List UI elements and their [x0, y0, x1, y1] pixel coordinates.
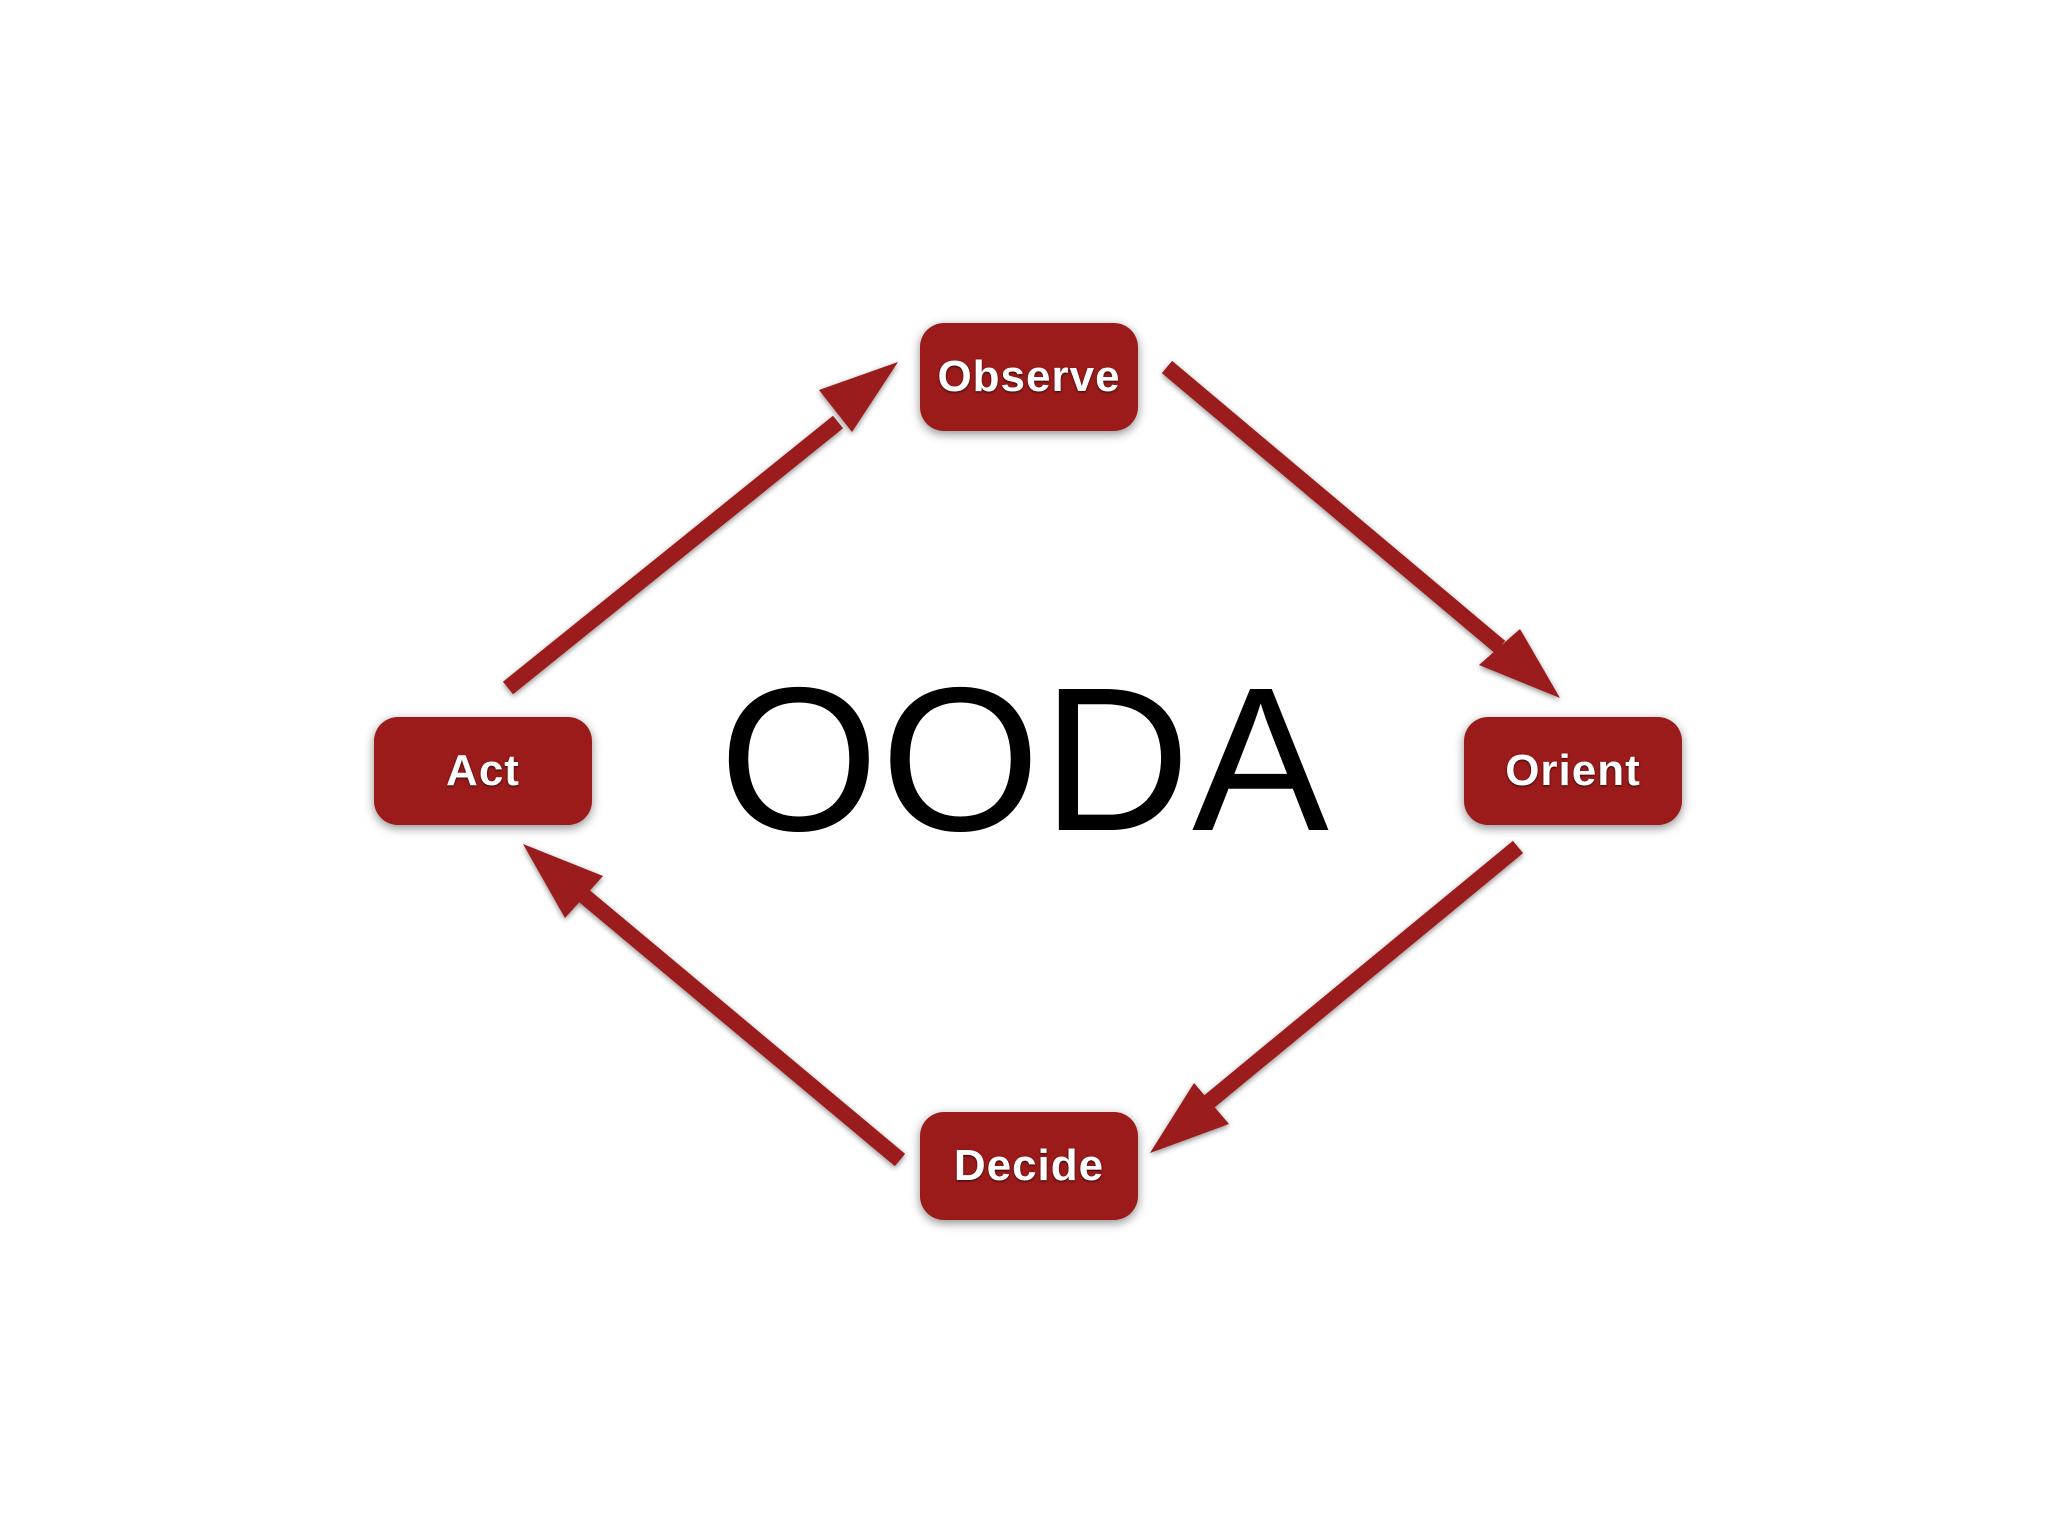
node-label-orient: Orient [1505, 746, 1641, 795]
arrow-orient-to-decide [1150, 840, 1524, 1153]
node-orient: Orient [1464, 717, 1682, 825]
node-act: Act [374, 717, 592, 825]
node-label-observe: Observe [937, 352, 1121, 401]
node-decide: Decide [920, 1112, 1138, 1220]
node-observe: Observe [920, 323, 1138, 431]
node-label-act: Act [446, 746, 520, 795]
diagram-title: OODA [719, 645, 1331, 874]
arrow-decide-to-act [523, 844, 906, 1167]
arrow-observe-to-orient [1161, 360, 1560, 698]
arrow-act-to-observe [502, 362, 898, 695]
node-label-decide: Decide [953, 1141, 1105, 1190]
